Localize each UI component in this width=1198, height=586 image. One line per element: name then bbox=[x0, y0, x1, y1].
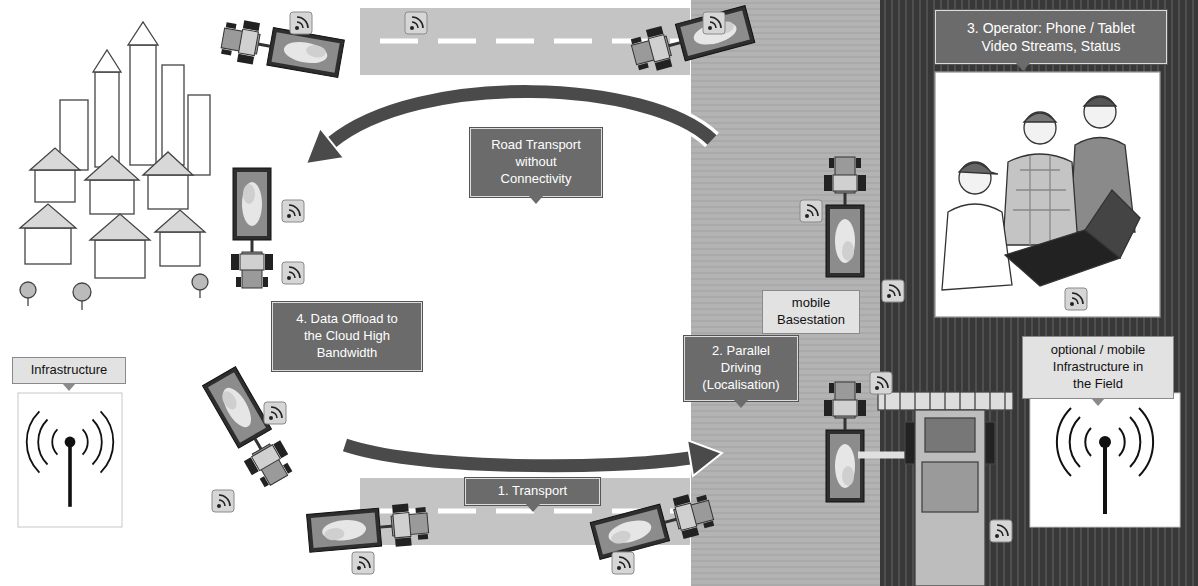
antenna-symbol bbox=[27, 411, 114, 506]
person-body bbox=[1003, 154, 1078, 245]
tree-trunk bbox=[199, 290, 200, 298]
house-roof bbox=[155, 210, 205, 232]
person-cap bbox=[1024, 113, 1056, 122]
wifi-icon bbox=[282, 262, 304, 284]
route-callout: Road Transport without Connectivity bbox=[470, 128, 602, 197]
tree bbox=[20, 282, 36, 298]
tower-roof bbox=[93, 50, 121, 72]
callout-text: Infrastructure bbox=[31, 362, 108, 379]
tower-roof bbox=[128, 22, 158, 45]
wifi-icon bbox=[212, 490, 234, 512]
callout-text: 1. Transport bbox=[498, 483, 567, 500]
tractor-trailer bbox=[231, 168, 273, 288]
tractor-trailer bbox=[306, 502, 429, 554]
callout-text: Road Transport without Connectivity bbox=[479, 137, 593, 188]
house-roof bbox=[85, 156, 139, 180]
house bbox=[160, 232, 200, 266]
laptop-screen bbox=[1085, 190, 1140, 258]
wifi-icon bbox=[405, 12, 427, 34]
tractor-trailer bbox=[219, 17, 344, 79]
antenna-symbol bbox=[1057, 408, 1153, 514]
combine-harvester bbox=[858, 392, 1013, 586]
house-roof bbox=[20, 204, 76, 228]
crop-area bbox=[880, 0, 1198, 586]
wifi-icon bbox=[1065, 288, 1087, 310]
route-arrow-outline bbox=[345, 445, 690, 466]
house-roof bbox=[30, 148, 80, 170]
town-illustration bbox=[20, 22, 210, 310]
header bbox=[878, 392, 1013, 410]
house bbox=[148, 175, 188, 209]
infrastructure-label: Infrastructure bbox=[12, 357, 126, 384]
tower bbox=[95, 72, 119, 167]
tree-trunk bbox=[81, 301, 82, 310]
antenna-panel bbox=[1030, 393, 1180, 527]
operator-callout: 3. Operator: Phone / Tablet Video Stream… bbox=[935, 10, 1167, 64]
harvester-cab bbox=[925, 418, 975, 452]
callout-text: optional / mobile Infrastructure in the … bbox=[1043, 342, 1153, 393]
route-arrowhead bbox=[687, 440, 722, 476]
wifi-icon bbox=[290, 12, 312, 34]
wifi-icon bbox=[870, 372, 892, 394]
person-head bbox=[1024, 112, 1056, 144]
wifi-icon bbox=[882, 280, 904, 302]
house bbox=[25, 228, 71, 264]
operator-panel bbox=[935, 72, 1160, 317]
tower bbox=[130, 45, 156, 165]
wifi-icon bbox=[703, 12, 725, 34]
tractor-trailer bbox=[824, 157, 866, 277]
tractor-trailer bbox=[201, 366, 297, 491]
wifi-icon bbox=[282, 200, 304, 222]
operator-illustration bbox=[935, 72, 1160, 317]
route-arrowhead bbox=[306, 128, 344, 164]
field-ground bbox=[690, 0, 1198, 586]
tractor-trailer bbox=[590, 490, 717, 562]
house bbox=[35, 170, 75, 202]
tree bbox=[73, 283, 91, 301]
house-roof bbox=[90, 214, 150, 240]
step-callout: 1. Transport bbox=[465, 478, 600, 505]
person-head bbox=[1084, 96, 1116, 128]
step-callout: 2. Parallel Driving (Localisation) bbox=[684, 336, 798, 401]
wifi-icon bbox=[352, 552, 374, 574]
wifi-icon bbox=[990, 520, 1012, 542]
grain-tank bbox=[922, 462, 978, 512]
step-callout: 4. Data Offload to the Cloud High Bandwi… bbox=[272, 302, 422, 371]
infrastructure-label: optional / mobile Infrastructure in the … bbox=[1022, 336, 1174, 399]
route-arrow bbox=[345, 445, 690, 466]
callout-text: 4. Data Offload to the Cloud High Bandwi… bbox=[288, 311, 406, 362]
tower bbox=[162, 65, 184, 165]
tractor-trailer bbox=[629, 4, 756, 76]
house bbox=[95, 240, 145, 278]
callout-text: 3. Operator: Phone / Tablet Video Stream… bbox=[960, 19, 1142, 55]
tree-trunk bbox=[27, 298, 28, 306]
callout-text: mobile Basestation bbox=[771, 295, 851, 329]
person-cap bbox=[1084, 97, 1116, 106]
wifi-icon bbox=[264, 402, 286, 424]
antenna-panel bbox=[18, 393, 122, 527]
person-body bbox=[942, 204, 1012, 290]
wifi-icon bbox=[800, 200, 822, 222]
callout-text: 2. Parallel Driving (Localisation) bbox=[693, 343, 789, 394]
basestation-label: mobile Basestation bbox=[762, 290, 860, 334]
header-tines bbox=[885, 392, 1005, 410]
house bbox=[90, 180, 134, 214]
shirt-check bbox=[1013, 155, 1070, 245]
wifi-icon bbox=[612, 552, 634, 574]
tree bbox=[192, 274, 208, 290]
person-cap bbox=[959, 163, 998, 174]
tractor-trailer bbox=[824, 382, 866, 502]
harvester-body bbox=[915, 410, 985, 586]
house-roof bbox=[143, 152, 193, 175]
building bbox=[188, 95, 210, 175]
